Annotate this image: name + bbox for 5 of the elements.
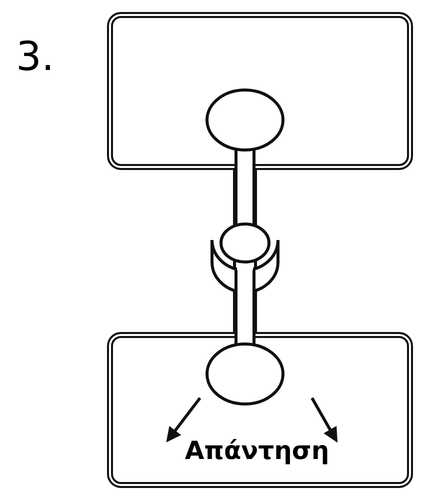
response-label: Απάντηση [184, 436, 330, 465]
rounded-panel [107, 12, 413, 170]
step-number: 3. [16, 34, 54, 80]
stalk-connector [233, 170, 257, 332]
rounded-panel [107, 332, 413, 488]
